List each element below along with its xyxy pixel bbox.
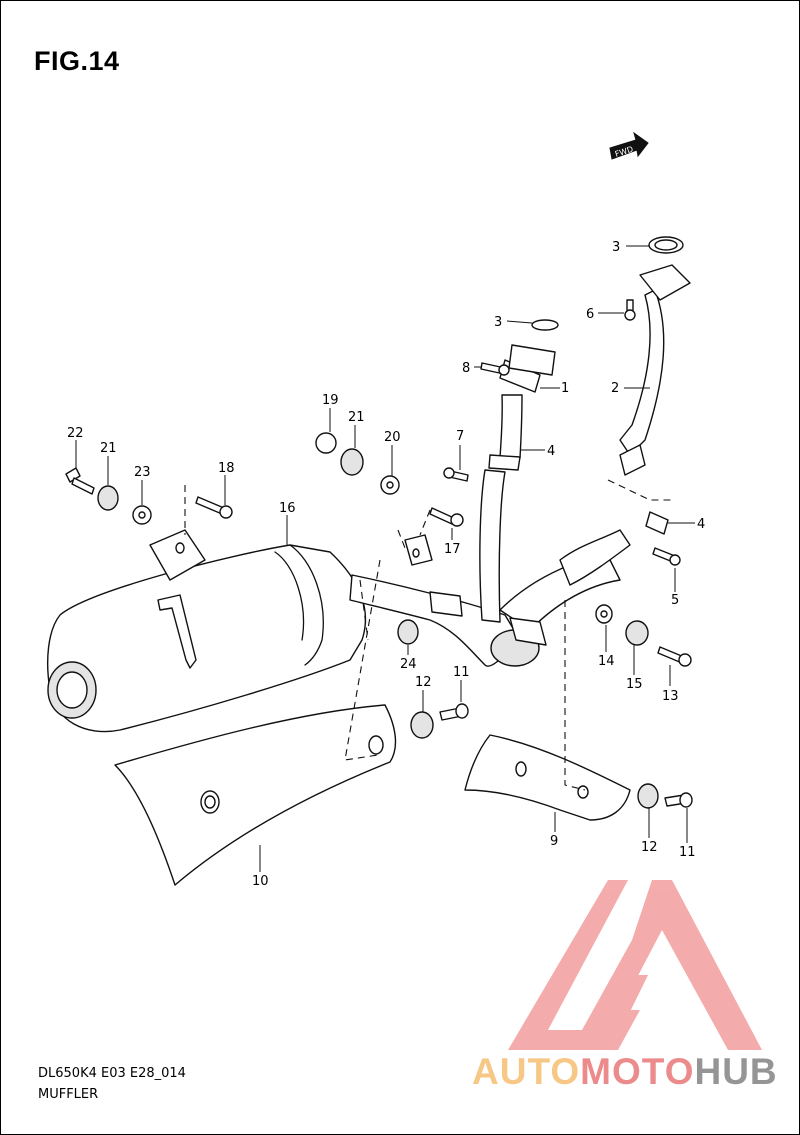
watermark-brand: AUTOMOTOHUB [472,1051,778,1092]
callout-6: 6 [586,307,594,322]
model-code: DL650K4 E03 E28_014 [38,1066,186,1081]
callout-3-top: 3 [612,240,620,255]
callout-labels: 3 3 6 1 8 2 4 4 7 5 19 21 20 22 21 23 18… [67,240,705,889]
callout-21-lower: 21 [100,441,117,456]
callout-1: 1 [561,381,569,396]
callout-20: 20 [384,430,401,445]
exhaust-pipe-1 [479,469,506,623]
watermark-logo: AUTOMOTOHUB [472,880,778,1092]
leader-lines [75,245,695,872]
callout-23: 23 [134,465,151,480]
fasteners [65,299,693,809]
heat-shield-side [464,734,631,821]
callout-15: 15 [626,677,643,692]
callout-14: 14 [598,654,615,669]
assembly-dash-lines [184,479,672,791]
callout-12-upper: 12 [415,675,432,690]
callout-5: 5 [671,593,679,608]
mount-bracket-left [149,529,206,581]
callout-16: 16 [279,501,296,516]
callout-12-lower: 12 [641,840,658,855]
watermark-triangle-icon [508,880,762,1050]
watermark-hub: HUB [694,1051,777,1092]
callout-21-upper: 21 [348,410,365,425]
callout-17: 17 [444,542,461,557]
callout-8: 8 [462,361,470,376]
callout-4-upper: 4 [547,444,555,459]
figure-title: FIG.14 [34,46,120,76]
muffler-body [47,544,367,733]
callout-3-mid: 3 [494,315,502,330]
callout-22: 22 [67,426,84,441]
callout-9: 9 [550,834,558,849]
fwd-arrow-icon: FWD [609,131,649,160]
callout-24: 24 [400,657,417,672]
heat-shield-lower [114,704,397,886]
watermark-auto: AUTO [472,1051,580,1092]
callout-19: 19 [322,393,339,408]
callout-2: 2 [611,381,619,396]
callout-10: 10 [252,874,269,889]
callout-11-upper: 11 [453,665,470,680]
callout-18: 18 [218,461,235,476]
exhaust-pipe-2 [619,289,665,456]
watermark-moto: MOTO [580,1051,694,1092]
section-name: MUFFLER [38,1087,99,1102]
callout-7: 7 [456,429,464,444]
callout-13: 13 [662,689,679,704]
callout-4-lower: 4 [697,517,705,532]
callout-11-lower: 11 [679,845,696,860]
